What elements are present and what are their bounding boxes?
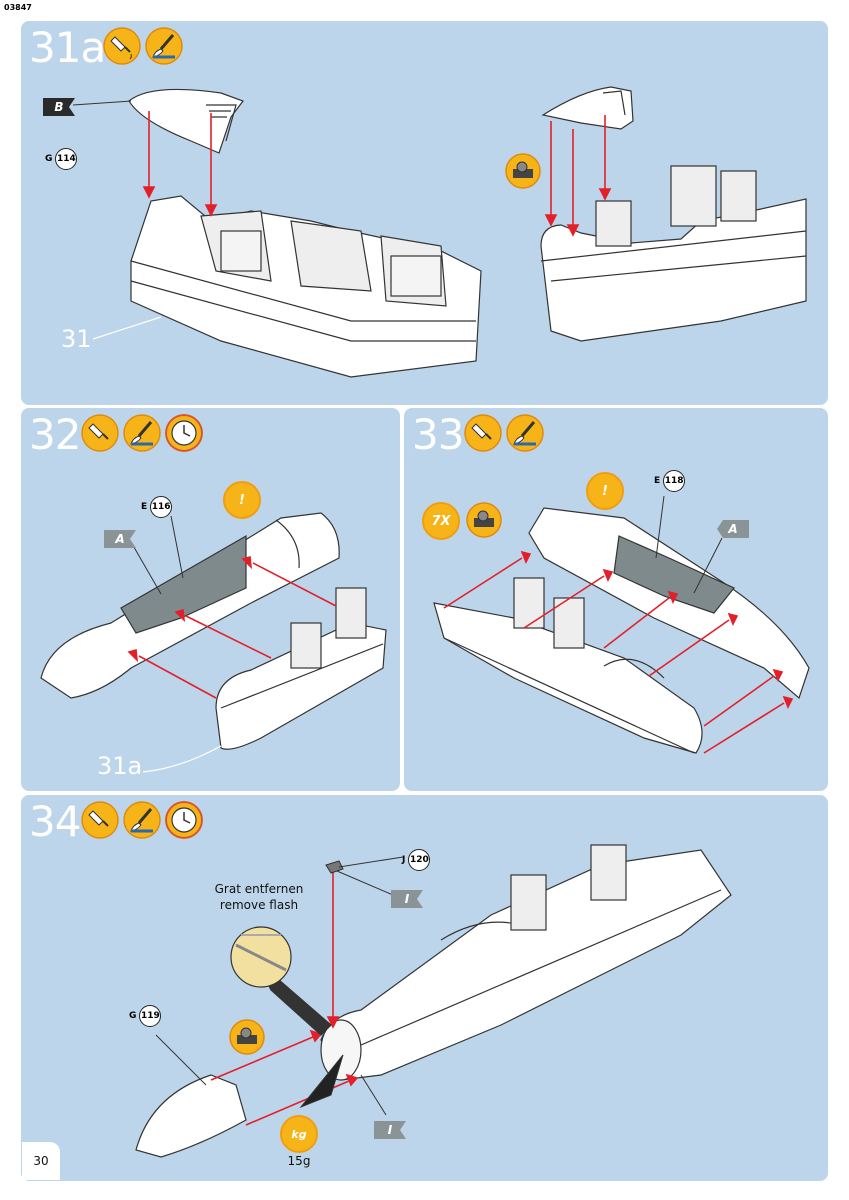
tape-icon — [466, 502, 502, 538]
page-number: 30 — [22, 1142, 60, 1180]
multiplier-badge: 7X — [422, 502, 460, 540]
part-ref: G 119 — [129, 1005, 162, 1027]
step-32-drawing — [40, 512, 387, 773]
assembly-arrows-right — [544, 115, 612, 237]
part-number: 116 — [150, 496, 173, 518]
callout-label: 31 — [61, 325, 92, 353]
sprue-letter: G — [129, 1011, 137, 1021]
attention-mark: ! — [239, 492, 245, 508]
step-icons — [81, 414, 203, 452]
decal-marker: I — [374, 1121, 406, 1139]
clock-icon — [165, 801, 203, 839]
part-j120 — [325, 860, 344, 874]
decal-letter: B — [54, 100, 64, 114]
tape-icon — [505, 153, 541, 189]
step-31a-drawing — [92, 86, 807, 378]
decal-marker: I — [391, 890, 423, 908]
part-number: 119 — [139, 1005, 162, 1027]
step-icons — [81, 801, 203, 839]
step-number: 32 — [29, 410, 81, 459]
step-31a-panel: 31a — [21, 21, 828, 405]
part-ref: E 116 — [141, 496, 173, 518]
step-number: 33 — [412, 410, 464, 459]
flash-note-de: Grat entfernen — [214, 882, 304, 896]
weight-icon-label: kg — [291, 1127, 307, 1141]
attention-mark: ! — [602, 483, 608, 499]
paint-brush-icon — [123, 414, 161, 452]
part-ref: E 118 — [654, 470, 686, 492]
part-ref: G 114 — [45, 148, 78, 170]
decal-flag-icon — [104, 530, 136, 548]
step-33-drawing — [433, 495, 810, 754]
weight-label: 15g — [287, 1154, 311, 1168]
glue-tube-icon — [81, 801, 119, 839]
decal-flag-icon — [43, 98, 75, 116]
weight-icon: kg — [280, 1115, 318, 1153]
decal-leader-line — [73, 100, 132, 106]
decal-flag-icon — [391, 890, 423, 908]
sprue-letter: E — [654, 476, 661, 486]
step-34-drawing — [135, 844, 732, 1158]
document-id: 03847 — [4, 3, 32, 12]
multiplier-label: 7X — [431, 513, 451, 529]
part-number: 114 — [55, 148, 78, 170]
glue-tube-icon — [464, 414, 502, 452]
sprue-letter: E — [141, 502, 148, 512]
nose-cone — [135, 1074, 247, 1158]
clock-icon — [165, 414, 203, 452]
decal-marker: B — [43, 98, 75, 116]
cockpit-assembly — [215, 587, 387, 750]
sprue-letter: J — [402, 855, 406, 865]
assembly-arrows — [127, 555, 337, 699]
paint-brush-icon — [123, 801, 161, 839]
decal-marker: A — [104, 530, 136, 548]
decal-letter: A — [115, 532, 125, 546]
decal-letter: A — [728, 522, 738, 536]
cockpit-assembly — [433, 577, 703, 754]
fuselage-right — [540, 165, 807, 342]
step-33-panel: 33 — [404, 408, 828, 791]
decal-flag-icon — [717, 520, 749, 538]
part-ref: J 120 — [402, 849, 431, 871]
part-number: 118 — [663, 470, 686, 492]
canopy-part-left — [128, 88, 244, 154]
step-34-panel: 34 — [21, 795, 828, 1181]
magnifier-callout — [230, 926, 332, 1036]
part-number: 120 — [408, 849, 431, 871]
decal-flag-icon — [374, 1121, 406, 1139]
assembly-arrows-left — [142, 111, 218, 217]
weight-callout — [299, 1054, 344, 1109]
fuselage-half — [40, 512, 340, 699]
attention-icon: ! — [586, 472, 624, 510]
flash-note-en: remove flash — [219, 898, 299, 913]
step-number: 34 — [29, 797, 81, 846]
tape-icon — [229, 1019, 265, 1055]
step-32-panel: 32 — [21, 408, 400, 791]
fuselage-assembled — [320, 844, 732, 1081]
attention-icon: ! — [223, 481, 261, 519]
canopy-part-right — [541, 86, 634, 130]
decal-letter: I — [387, 1123, 393, 1137]
fuselage-half — [528, 507, 810, 700]
callout-label: 31a — [97, 752, 143, 780]
decal-marker: A — [717, 520, 749, 538]
glue-tube-icon — [81, 414, 119, 452]
flash-note: Grat entfernen remove flash — [207, 881, 311, 913]
decal-letter: I — [404, 892, 410, 906]
step-icons — [464, 414, 544, 452]
fuselage-left — [130, 195, 482, 378]
paint-brush-icon — [506, 414, 544, 452]
step-number: 31a — [29, 23, 106, 72]
step-icons — [103, 27, 183, 65]
assembly-arrows — [443, 550, 794, 754]
sprue-letter: G — [45, 154, 53, 164]
paint-brush-icon — [145, 27, 183, 65]
glue-tube-icon — [103, 27, 141, 65]
